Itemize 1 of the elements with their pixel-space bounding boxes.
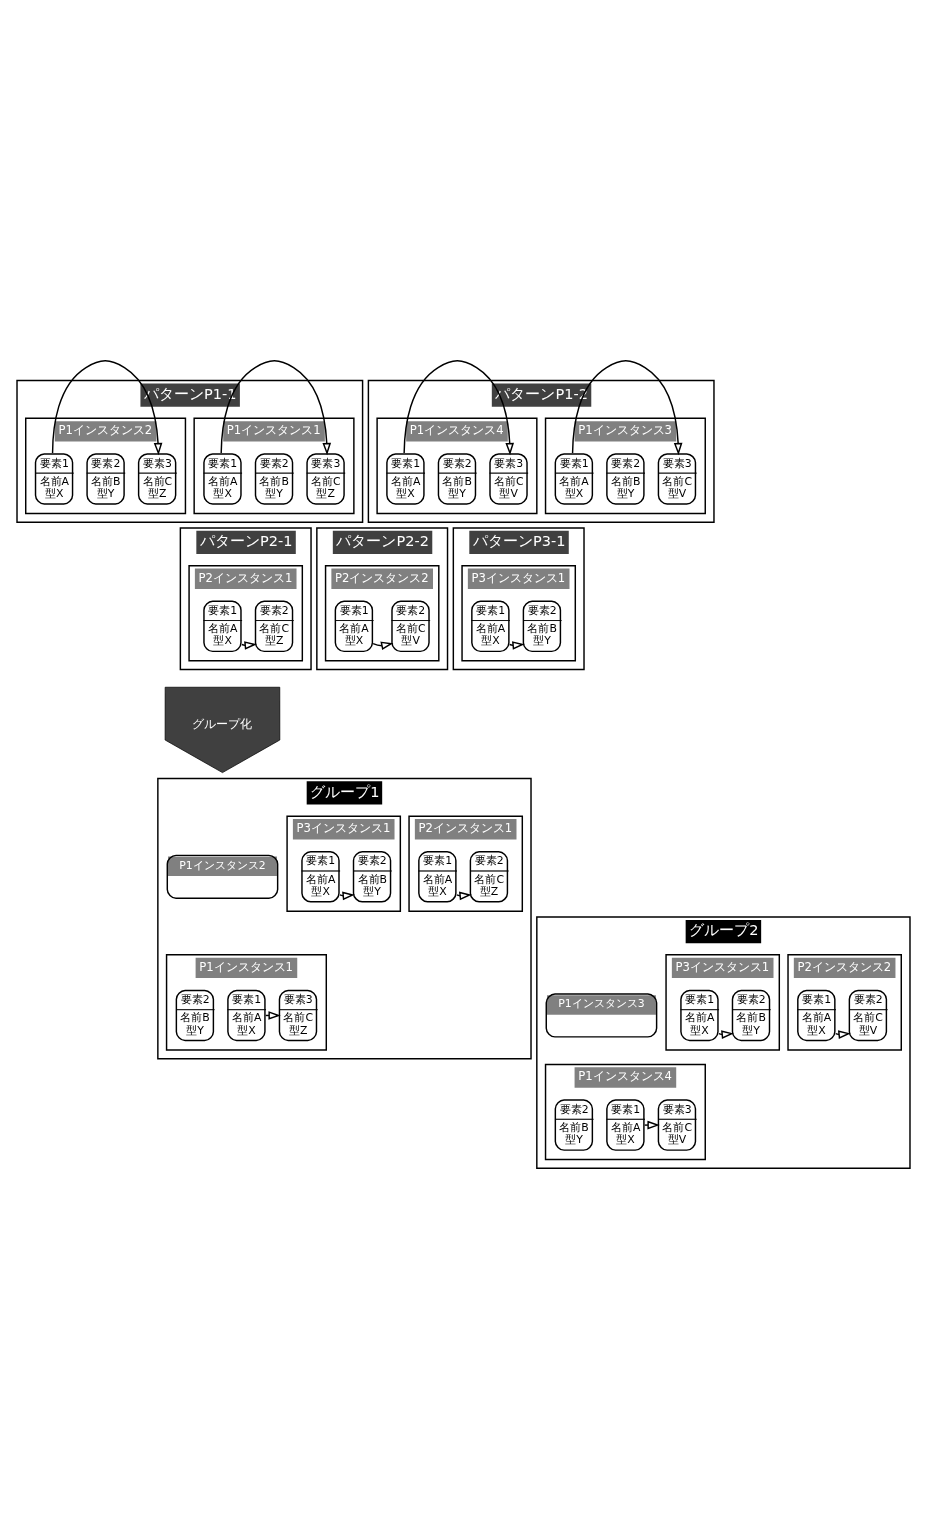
arrow: [372, 641, 394, 650]
